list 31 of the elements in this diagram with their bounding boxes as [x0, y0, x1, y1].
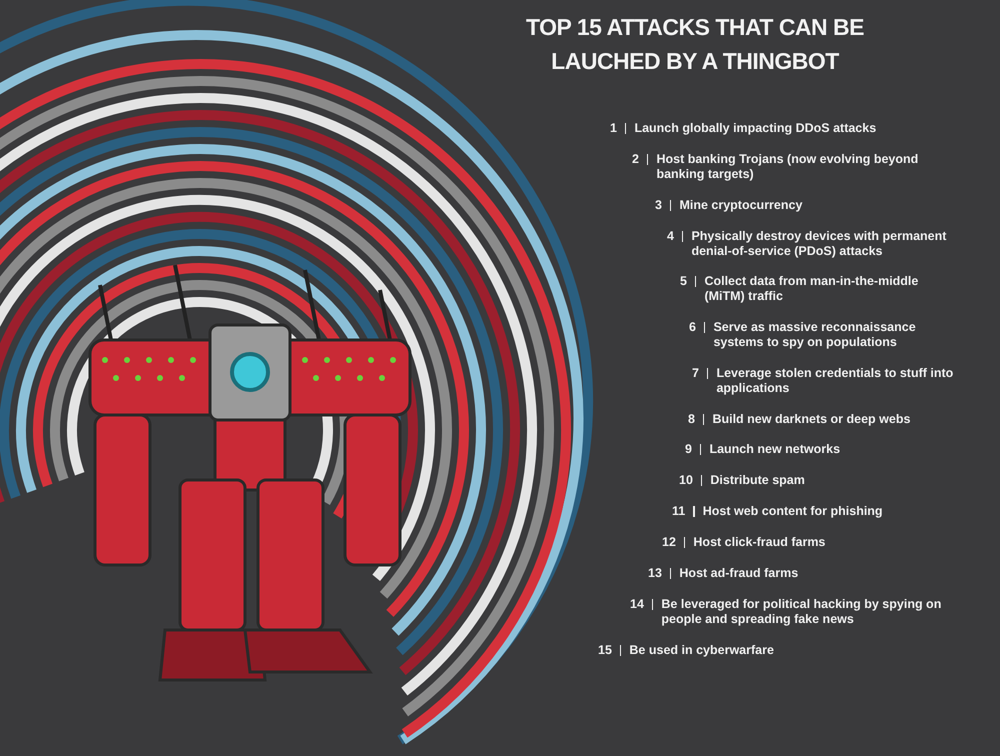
attack-description: Be used in cyberwarfare: [629, 643, 774, 658]
item-number: 9: [685, 442, 692, 457]
attack-description: Mine cryptocurrency: [679, 198, 802, 213]
item-number: 13: [648, 566, 662, 581]
attack-description: Physically destroy devices with permanent denial-of-service (PDoS) attacks: [691, 229, 948, 259]
item-number: 4: [667, 229, 674, 244]
attack-description: Distribute spam: [710, 473, 805, 488]
item-number: 6: [689, 320, 696, 335]
attack-description: Be leveraged for political hacking by spying on people and spreading fake news: [661, 597, 942, 627]
attack-description: Build new darknets or deep webs: [712, 412, 910, 427]
item-number: 7: [692, 366, 699, 381]
attack-description: Launch globally impacting DDoS attacks: [634, 121, 876, 136]
title: TOP 15 ATTACKS THAT CAN BE LAUCHED BY A THINGBOT: [525, 13, 865, 76]
item-number: 1: [610, 121, 617, 136]
item-number: 10: [679, 473, 693, 488]
attack-description: Host web content for phishing: [702, 504, 883, 519]
item-number: 8: [688, 412, 695, 427]
item-number: 15: [598, 643, 612, 658]
attack-description: Leverage stolen credentials to stuff into applications: [716, 366, 954, 396]
attack-description: Host ad-fraud farms: [679, 566, 798, 581]
item-number: 11: [672, 504, 686, 519]
attack-description: Serve as massive reconnaissance systems to spy on populations: [713, 320, 917, 350]
item-number: 2: [632, 152, 639, 167]
attack-description: Launch new networks: [709, 442, 840, 457]
attack-description: Host click-fraud farms: [693, 535, 826, 550]
item-number: 12: [662, 535, 676, 550]
item-number: 5: [680, 274, 687, 289]
attack-description: Collect data from man-in-the-middle (MiTM) traffic: [704, 274, 920, 304]
item-number: 3: [655, 198, 662, 213]
attack-description: Host banking Trojans (now evolving beyond banking targets): [656, 152, 920, 182]
item-number: 14: [630, 597, 644, 612]
